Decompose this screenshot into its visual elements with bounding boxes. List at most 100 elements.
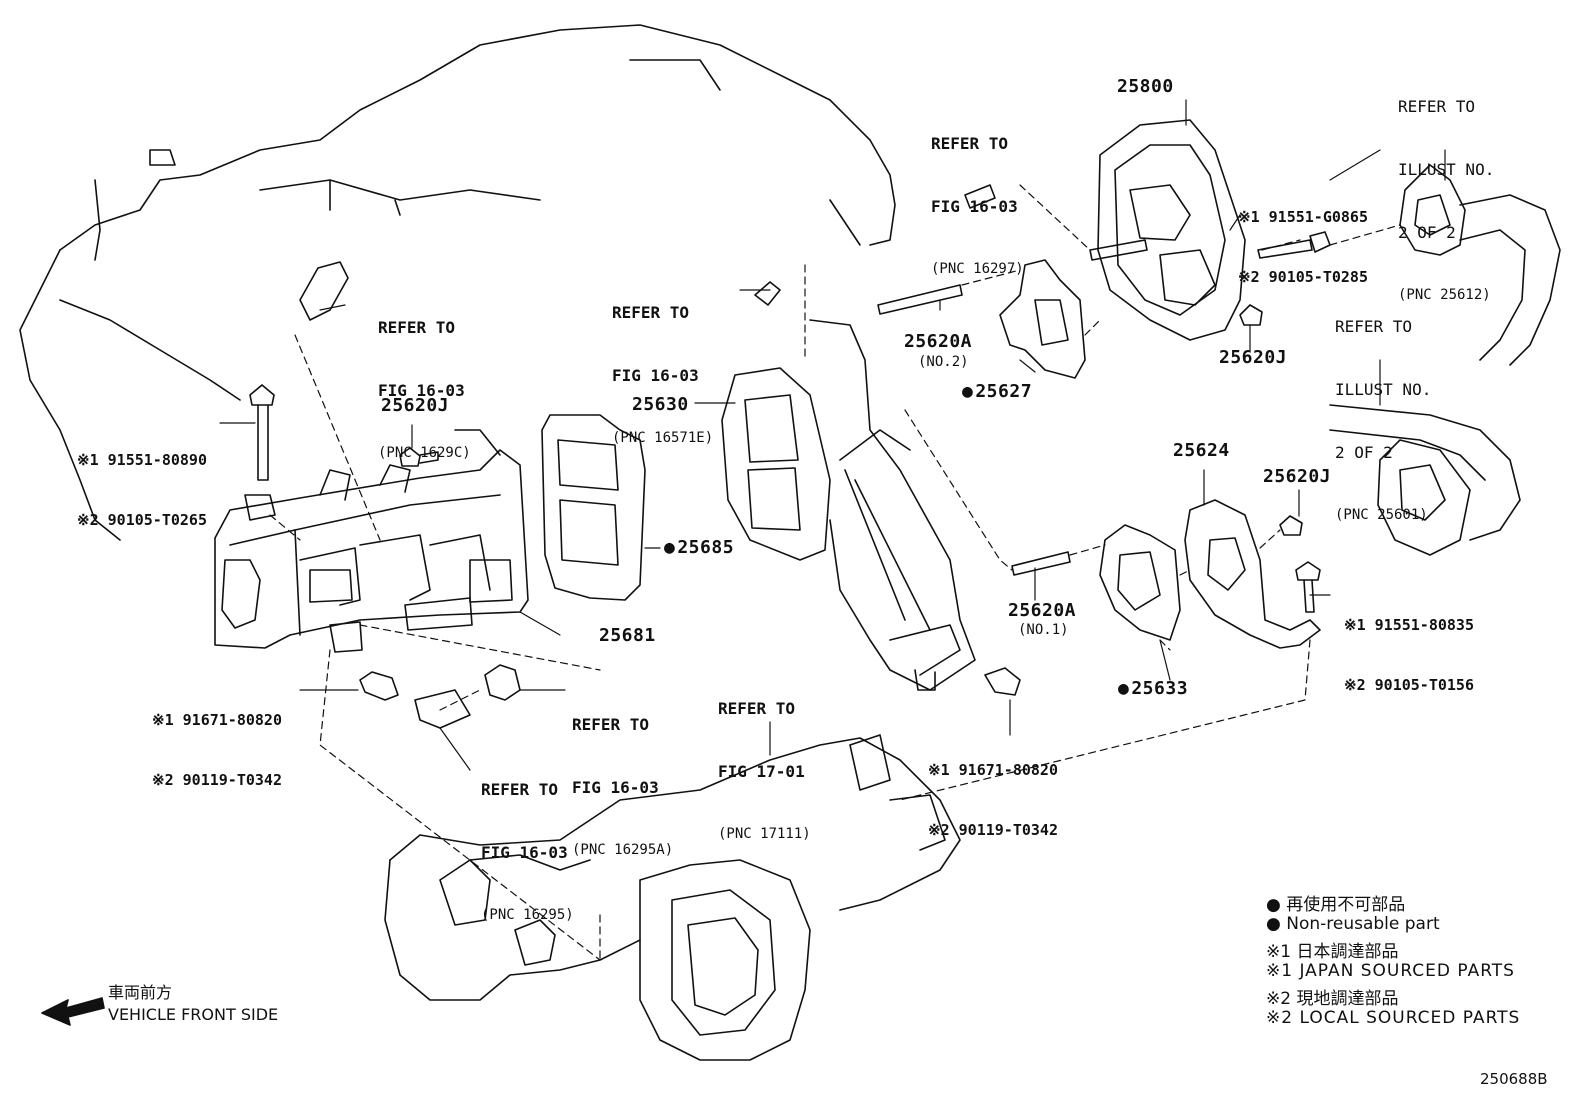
ref-callout-17111: REFER TO FIG 17-01 (PNC 17111) — [718, 656, 811, 866]
ref-line: 2 OF 2 — [1398, 223, 1456, 242]
legend-japan-en: ※1 JAPAN SOURCED PARTS — [1266, 960, 1515, 981]
illustration-code: 250688B — [1480, 1070, 1548, 1088]
ref-pnc: (PNC 16571E) — [612, 430, 714, 446]
part-label-25633: 25633 — [1118, 678, 1188, 699]
gasket-25633 — [1099, 524, 1181, 641]
alt-part-line: ※1 91551-80835 — [1344, 616, 1474, 634]
ref-callout-16295: REFER TO FIG 16-03 (PNC 16295) — [481, 737, 574, 947]
flange-25624 — [1184, 499, 1321, 649]
egr-valve-body-25630 — [721, 319, 976, 691]
part-label-25681: 25681 — [599, 625, 656, 646]
part-label-25620j-left: 25620J — [381, 395, 450, 416]
alt-parts-top-right: ※1 91551-G0865 ※2 90105-T0285 — [1238, 167, 1368, 307]
ref-pnc: (PNC 16295) — [481, 907, 574, 923]
ref-callout-16297: REFER TO FIG 16-03 (PNC 16297) — [931, 91, 1024, 301]
ref-pnc: (PNC 16295A) — [572, 842, 674, 858]
ref-line: FIG 17-01 — [718, 762, 805, 781]
ref-line: REFER TO — [1335, 317, 1413, 336]
hose-16297 — [964, 184, 996, 209]
arrow-left-icon — [41, 997, 105, 1026]
alt-part-line: ※1 91671-80820 — [152, 711, 282, 729]
alt-part-line: ※1 91551-G0865 — [1238, 208, 1368, 226]
ref-pnc: (PNC 17111) — [718, 826, 811, 842]
hose-left-upper — [299, 261, 349, 321]
legend-nonreusable-en: ● Non-reusable part — [1266, 913, 1440, 934]
ref-line: REFER TO — [612, 303, 690, 322]
gasket-25627 — [999, 259, 1086, 379]
alt-part-line: ※1 91551-80890 — [77, 451, 207, 469]
bolt-25620j-mid — [1279, 515, 1303, 536]
leader-lines — [219, 99, 1446, 771]
part-label-25800: 25800 — [1117, 76, 1174, 97]
ref-callout-25601: REFER TO ILLUST NO. 2 OF 2 (PNC 25601) — [1335, 274, 1431, 547]
legend-local-jp: ※2 現地調達部品 — [1266, 989, 1399, 1009]
ref-line: REFER TO — [718, 699, 796, 718]
clamp-16295a — [484, 664, 521, 701]
alt-part-line: ※2 90105-T0285 — [1238, 268, 1368, 286]
ref-callout-16295a: REFER TO FIG 16-03 (PNC 16295A) — [572, 672, 673, 882]
ref-line: REFER TO — [931, 134, 1009, 153]
intake-manifold — [384, 734, 961, 1061]
pipe-25601 — [1329, 404, 1521, 556]
legend: ● 再使用不可部品 ● Non-reusable part ※1 日本調達部品 … — [1266, 890, 1566, 1031]
alt-part-line: ※2 90119-T0342 — [152, 771, 282, 789]
part-label-25627: 25627 — [962, 381, 1032, 402]
ref-line: FIG 16-03 — [481, 843, 568, 862]
ref-callout-25612: REFER TO ILLUST NO. 2 OF 2 (PNC 25612) — [1398, 54, 1494, 327]
ref-pnc: (PNC 25601) — [1335, 507, 1428, 523]
alt-parts-mid-bottom: ※1 91671-80820 ※2 90119-T0342 — [928, 720, 1058, 860]
bolt-25620j-right — [1239, 304, 1263, 326]
ref-callout-16571e: REFER TO FIG 16-03 (PNC 16571E) — [612, 260, 713, 470]
ref-line: REFER TO — [481, 780, 559, 799]
bolt-left-vertical — [249, 384, 275, 481]
part-label-25685: 25685 — [664, 537, 734, 558]
ref-line: ILLUST NO. — [1398, 160, 1495, 179]
vehicle-front-en: VEHICLE FRONT SIDE — [108, 1005, 279, 1024]
egr-valve-25800 — [1089, 119, 1246, 341]
ref-line: REFER TO — [378, 318, 456, 337]
ref-line: ILLUST NO. — [1335, 380, 1432, 399]
alt-parts-left-bottom: ※1 91671-80820 ※2 90119-T0342 — [152, 670, 282, 810]
hose-16295 — [414, 689, 471, 729]
gasket-25685 — [541, 414, 646, 601]
bolt-25620j-left — [399, 447, 439, 467]
vehicle-front-jp: 車両前方 — [108, 983, 173, 1002]
egr-cooler-25681 — [214, 429, 529, 653]
hose-16571e — [754, 281, 781, 306]
stud-25620a-no2 — [877, 284, 963, 315]
ref-callout-1629c: REFER TO FIG 16-03 (PNC 1629C) — [378, 275, 471, 485]
vehicle-front-label: 車両前方 VEHICLE FRONT SIDE — [108, 982, 278, 1026]
alt-part-line: ※2 90105-T0156 — [1344, 676, 1474, 694]
ref-line: REFER TO — [1398, 97, 1476, 116]
ref-line: FIG 16-03 — [931, 197, 1018, 216]
legend-local-en: ※2 LOCAL SOURCED PARTS — [1266, 1007, 1521, 1028]
ref-pnc: (PNC 16297) — [931, 261, 1024, 277]
ref-line: 2 OF 2 — [1335, 443, 1393, 462]
part-label-25620j-mid: 25620J — [1263, 466, 1332, 487]
bolt-right-vertical — [1295, 561, 1321, 613]
legend-japan-jp: ※1 日本調達部品 — [1266, 942, 1399, 962]
dashed-relation-lines — [269, 184, 1401, 961]
pipe-flange-25612 — [1399, 164, 1561, 366]
bolt-left-bottom — [359, 671, 399, 701]
alt-part-line: ※2 90105-T0265 — [77, 511, 207, 529]
ref-pnc: (PNC 1629C) — [378, 445, 471, 461]
part-sub-25620a-no1: (NO.1) — [1018, 622, 1069, 638]
legend-nonreusable-jp: ● 再使用不可部品 — [1266, 895, 1406, 915]
part-label-25620a-no1: 25620A — [1008, 600, 1077, 621]
ref-line: FIG 16-03 — [378, 381, 465, 400]
ref-line: FIG 16-03 — [572, 778, 659, 797]
engine-block-outline — [19, 24, 896, 541]
alt-parts-left-bolt: ※1 91551-80890 ※2 90105-T0265 — [77, 410, 207, 550]
stud-25620a-no1 — [1011, 551, 1071, 576]
alt-part-line: ※2 90119-T0342 — [928, 821, 1058, 839]
ref-line: FIG 16-03 — [612, 366, 699, 385]
alt-part-line: ※1 91671-80820 — [928, 761, 1058, 779]
bolt-mid-bottom — [984, 667, 1021, 696]
part-label-25630: 25630 — [632, 394, 689, 415]
alt-parts-right-bolt: ※1 91551-80835 ※2 90105-T0156 — [1344, 575, 1474, 715]
part-label-25620a-no2: 25620A — [904, 331, 973, 352]
ref-line: REFER TO — [572, 715, 650, 734]
part-sub-25620a-no2: (NO.2) — [918, 354, 969, 370]
